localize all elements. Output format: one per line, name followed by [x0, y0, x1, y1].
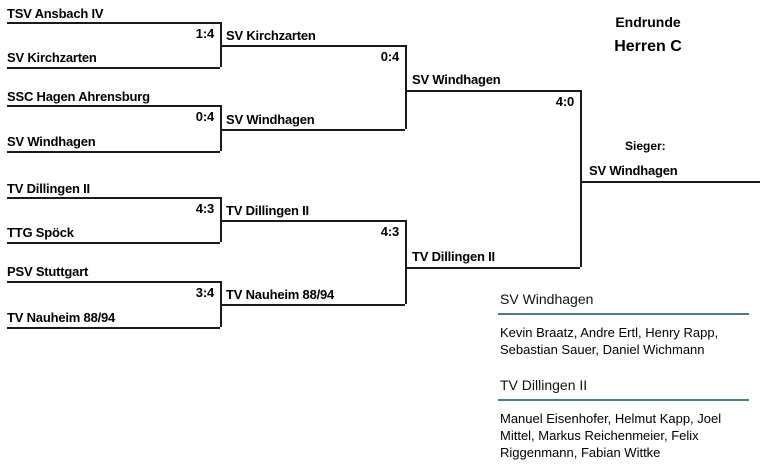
r1-m1-bracket-edge [220, 22, 222, 67]
r2-s4-team: TV Nauheim 88/94 [226, 287, 335, 302]
r3-s2-team: TV Dillingen II [412, 249, 495, 264]
r1-m3-bottom-rule [7, 242, 220, 244]
r1-m4-top-team: PSV Stuttgart [7, 264, 89, 279]
r1-m4-bottom-team: TV Nauheim 88/94 [7, 310, 116, 325]
r2-s1-team: SV Kirchzarten [226, 28, 316, 43]
page-title-line2: Herren C [614, 38, 682, 55]
roster-1-players: Manuel Eisenhofer, Helmut Kapp, Joel Mit… [500, 411, 722, 460]
r1-m1-top-team: TSV Ansbach IV [7, 6, 104, 21]
winner-team: SV Windhagen [589, 163, 678, 178]
r3-s1-rule [405, 90, 580, 92]
r1-m2-bracket-edge [220, 105, 222, 151]
r2-m1-score: 0:4 [380, 49, 399, 64]
r1-m4-score: 3:4 [195, 285, 214, 300]
roster-1-team: TV Dillingen II [500, 377, 588, 393]
r3-s2-rule [405, 267, 580, 269]
r1-m1-top-rule [7, 22, 220, 24]
r2-s2-rule [220, 129, 405, 131]
roster-0-rule [498, 313, 749, 315]
winner-rule [580, 181, 760, 183]
final-score: 4:0 [555, 94, 574, 109]
r1-m3-top-rule [7, 197, 220, 199]
r1-m3-top-team: TV Dillingen II [7, 181, 90, 196]
r2-s2-team: SV Windhagen [226, 112, 315, 127]
r1-m3-bottom-team: TTG Spöck [7, 225, 74, 240]
r1-m1-score: 1:4 [195, 26, 214, 41]
winner-label: Sieger: [625, 139, 666, 153]
r2-m2-score: 4:3 [380, 224, 399, 239]
r1-m4-bottom-rule [7, 327, 220, 329]
r1-m1-bottom-team: SV Kirchzarten [7, 50, 97, 65]
r2-s1-rule [220, 45, 405, 47]
roster-0-players: Kevin Braatz, Andre Ertl, Henry Rapp, Se… [500, 325, 719, 357]
r1-m3-bracket-edge [220, 197, 222, 242]
r2-s3-rule [220, 220, 405, 222]
r1-m2-bottom-rule [7, 151, 220, 153]
roster-0-team: SV Windhagen [500, 291, 594, 307]
r1-m2-score: 0:4 [195, 109, 214, 124]
r1-m4-top-rule [7, 281, 220, 283]
page-title-line1: Endrunde [615, 14, 681, 30]
r1-m2-top-rule [7, 105, 220, 107]
r1-m1-bottom-rule [7, 67, 220, 69]
r2-s3-team: TV Dillingen II [226, 203, 309, 218]
r3-s1-team: SV Windhagen [412, 72, 501, 87]
r2-m1-bracket-edge [405, 45, 407, 129]
roster-1-rule [498, 399, 749, 401]
r2-m2-bracket-edge [405, 220, 407, 304]
r1-m3-score: 4:3 [195, 201, 214, 216]
final-bracket-edge [580, 90, 582, 267]
r1-m2-top-team: SSC Hagen Ahrensburg [7, 89, 150, 104]
r1-m2-bottom-team: SV Windhagen [7, 134, 96, 149]
r2-s4-rule [220, 304, 405, 306]
